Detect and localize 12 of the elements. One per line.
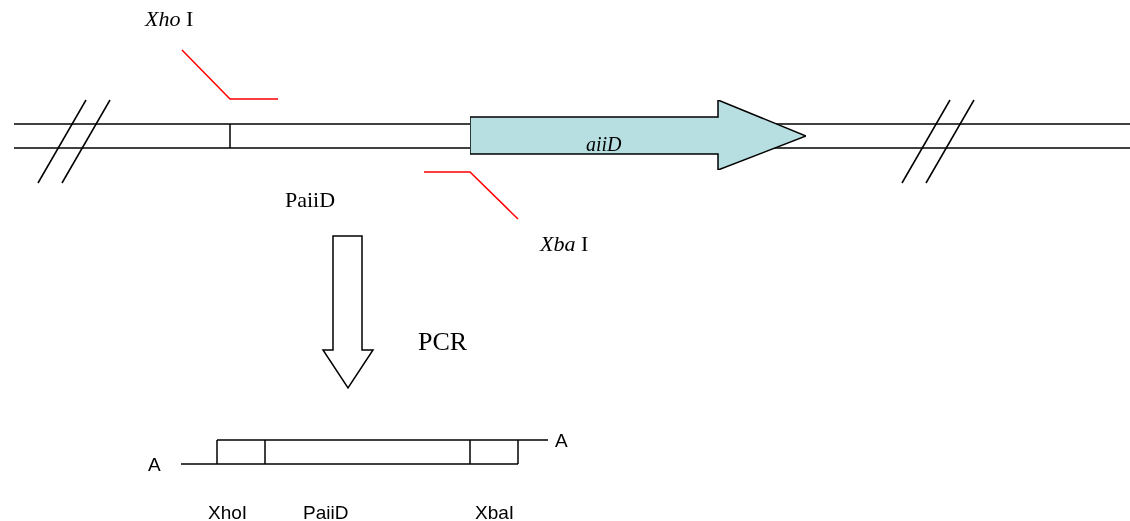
- promoter-label: PaiiD: [303, 503, 349, 521]
- overhang-label: A: [555, 431, 568, 450]
- leader-line: [423, 171, 519, 220]
- site-label: XhoI: [208, 503, 248, 521]
- site-label: Xba I: [518, 219, 589, 259]
- promoter-label: PaiiD: [285, 189, 336, 211]
- leader-line: [181, 49, 279, 100]
- step-label: PCR: [418, 329, 468, 355]
- site-label: XbaI: [475, 503, 515, 521]
- overhang-label: A: [148, 455, 161, 474]
- site-label: Xho I: [145, 8, 194, 50]
- gene-name: aiiD: [586, 134, 622, 154]
